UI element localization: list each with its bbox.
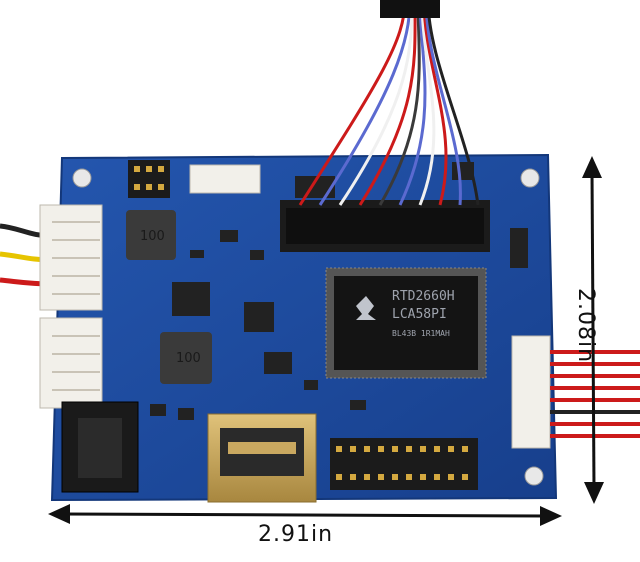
inductor-bottom: 100	[160, 332, 212, 384]
chip-line-1: RTD2660H	[392, 289, 455, 304]
height-dimension-label: 2.08in	[573, 288, 598, 364]
chip-line-3: BL43B 1R1MAH	[392, 329, 450, 338]
bottom-pin-header	[330, 438, 478, 490]
height-dimension-arrow	[582, 156, 604, 504]
inductor-bottom-label: 100	[176, 351, 201, 366]
lvds-connector	[280, 200, 490, 252]
inductor-top: 100	[126, 210, 176, 260]
width-dimension-label: 2.91in	[258, 522, 334, 547]
hdmi-port	[207, 413, 317, 503]
chip-line-2: LCA58PI	[392, 307, 447, 322]
top-pin-header	[128, 160, 170, 198]
width-dimension-arrow	[48, 504, 562, 526]
smd-components	[150, 162, 528, 420]
top-white-connector	[189, 164, 261, 194]
main-ic-chip: RTD2660H LCA58PI BL43B 1R1MAH	[325, 267, 487, 379]
lvds-cable-wires	[298, 0, 480, 206]
inductor-top-label: 100	[140, 229, 165, 244]
left-connectors	[39, 204, 103, 409]
chip-logo-icon	[356, 296, 376, 320]
